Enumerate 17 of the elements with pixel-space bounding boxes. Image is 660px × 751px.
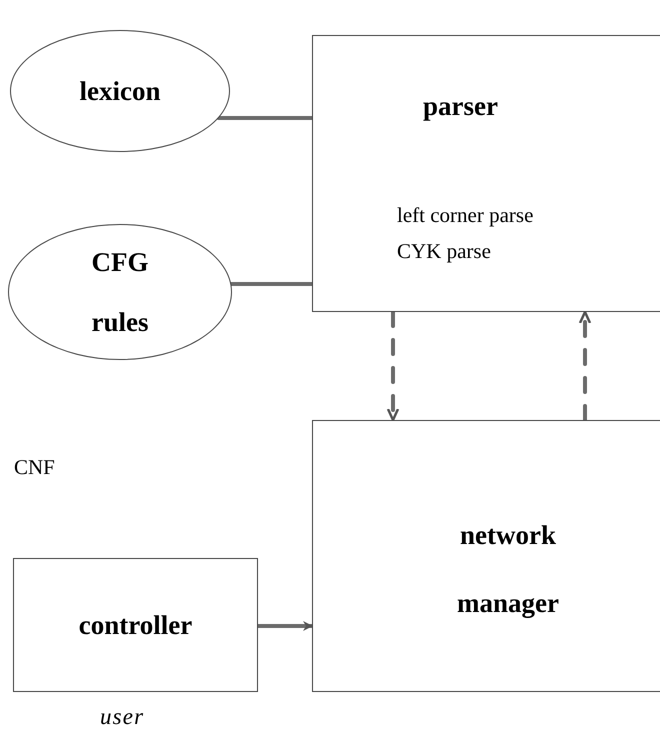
process-box: [13, 558, 258, 692]
dashed-arrow: [578, 310, 592, 422]
connector-line: [216, 116, 314, 120]
node-title: network manager: [456, 519, 560, 620]
arrow: [256, 621, 314, 631]
connector-line: [229, 282, 314, 286]
node-title: CFG rules: [90, 246, 150, 339]
node-title: parser: [423, 90, 499, 123]
text-label: user: [100, 703, 144, 731]
node-title: controller: [78, 608, 192, 642]
dashed-arrow: [386, 310, 400, 422]
process-box: [312, 35, 660, 312]
node-title: lexicon: [80, 75, 160, 108]
text-label: CNF: [14, 454, 55, 481]
node-text: left corner parse: [397, 202, 534, 228]
node-text: CYK parse: [397, 238, 492, 264]
process-box: [312, 420, 660, 692]
